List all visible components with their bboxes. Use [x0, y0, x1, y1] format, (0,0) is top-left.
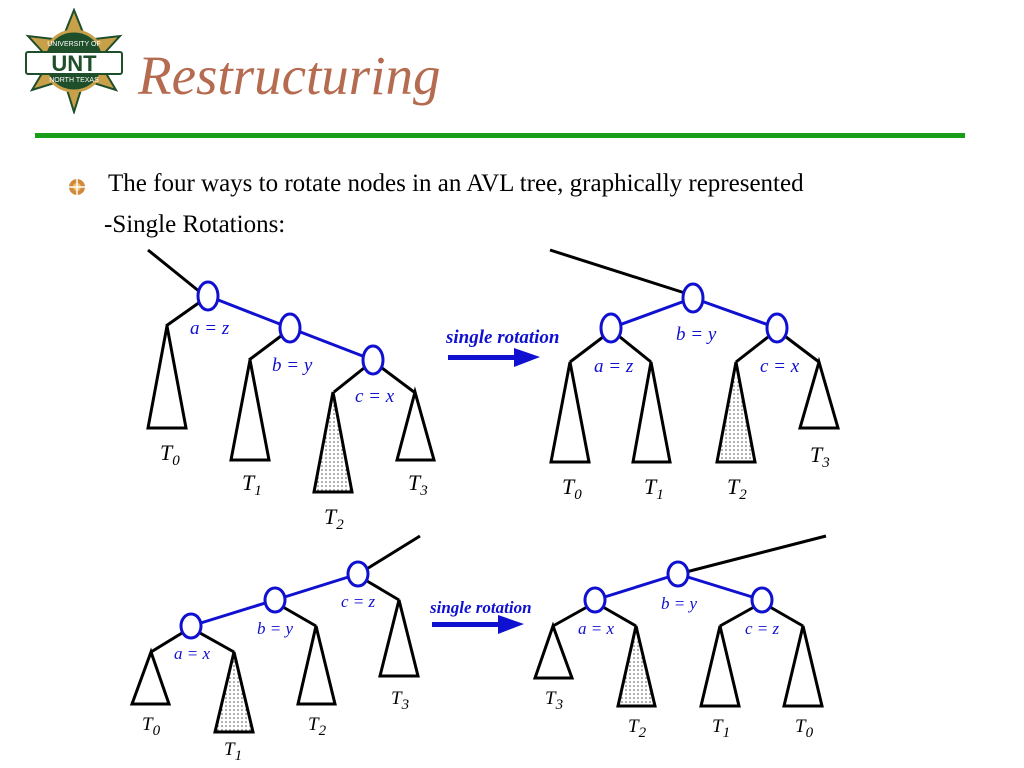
svg-text:b = y: b = y [257, 619, 293, 638]
d1-before-label-b: b = y [272, 355, 313, 376]
svg-text:T1: T1 [224, 739, 242, 764]
svg-text:NORTH TEXAS: NORTH TEXAS [49, 77, 99, 84]
d2-rotation-arrow: single rotation [429, 598, 532, 634]
subheading: -Single Rotations: [104, 211, 286, 238]
d1-before-label-a: a = z [190, 318, 230, 339]
svg-text:c = z: c = z [745, 619, 780, 638]
d1-before-tree: a = z b = y c = x T0 T1 T2 T3 [146, 248, 436, 533]
svg-text:T1: T1 [712, 716, 730, 741]
d2-after-tree: a = x b = y c = z T3 T2 T1 T0 [532, 534, 827, 741]
d1-after-label-a: a = z [594, 356, 634, 377]
svg-text:T3: T3 [391, 688, 409, 713]
d2-before-node-c [346, 560, 370, 588]
d1-arrow-label: single rotation [445, 327, 560, 348]
d2-after-node-a [583, 586, 607, 614]
svg-text:a = x: a = x [578, 619, 614, 638]
slide-title: Restructuring [138, 45, 441, 106]
svg-text:c = z: c = z [341, 592, 376, 611]
d1-arrow-head [514, 348, 540, 367]
d1-before-label-t0: T0 [160, 440, 180, 469]
svg-text:b = y: b = y [661, 594, 697, 613]
svg-text:UNIVERSITY OF: UNIVERSITY OF [47, 41, 101, 48]
svg-text:T0: T0 [795, 716, 814, 741]
svg-text:single rotation: single rotation [429, 598, 532, 617]
d1-before-subtree-t0 [146, 325, 188, 430]
unt-logo: UNIVERSITY OF NORTH TEXAS UNT [25, 8, 123, 114]
d1-rotation-arrow: single rotation [445, 327, 560, 367]
d1-after-node-a [599, 312, 623, 344]
svg-text:T3: T3 [545, 688, 563, 713]
d2-after-node-c [750, 586, 774, 614]
d2-before-node-a [179, 612, 203, 640]
d1-before-node-b [278, 312, 302, 344]
svg-text:T3: T3 [810, 442, 830, 471]
d1-before-subtree-t1 [229, 359, 271, 462]
d1-before-subtree-t2 [312, 391, 354, 494]
d1-before-label-t3: T3 [408, 470, 428, 499]
d1-after-parent-edge [549, 248, 689, 296]
d1-before-node-c [361, 344, 385, 376]
svg-text:UNT: UNT [51, 51, 97, 76]
d1-after-label-c: c = x [760, 356, 800, 377]
bullet-text: The four ways to rotate nodes in an AVL … [108, 170, 804, 197]
svg-text:T2: T2 [727, 474, 747, 503]
d1-before-subtree-t3 [395, 386, 436, 462]
svg-text:a = x: a = x [174, 644, 210, 663]
d2-after-node-b [666, 560, 690, 588]
d1-before-label-t1: T1 [242, 470, 262, 499]
d1-before-edge-ab [207, 294, 291, 330]
d1-before-edge-bc [289, 326, 374, 362]
svg-text:T0: T0 [562, 474, 582, 503]
d1-before-label-t2: T2 [324, 504, 344, 533]
svg-text:T0: T0 [142, 714, 161, 739]
bullet-icon [69, 179, 85, 195]
d2-before-node-b [263, 586, 287, 614]
d1-before-label-c: c = x [355, 386, 395, 407]
svg-text:T1: T1 [644, 474, 664, 503]
svg-text:T2: T2 [308, 714, 327, 739]
d1-after-node-b [681, 282, 705, 314]
title-divider [35, 133, 965, 138]
d1-after-label-b: b = y [676, 324, 717, 345]
svg-text:T2: T2 [628, 716, 647, 741]
d1-after-tree: a = z b = y c = x T0 T1 T2 T3 [549, 248, 840, 503]
d1-before-parent-edge [147, 248, 201, 294]
d1-before-node-a [196, 280, 220, 312]
d2-before-tree: a = x b = y c = z T0 T1 T2 T3 [129, 534, 421, 764]
d1-after-node-c [765, 312, 789, 344]
